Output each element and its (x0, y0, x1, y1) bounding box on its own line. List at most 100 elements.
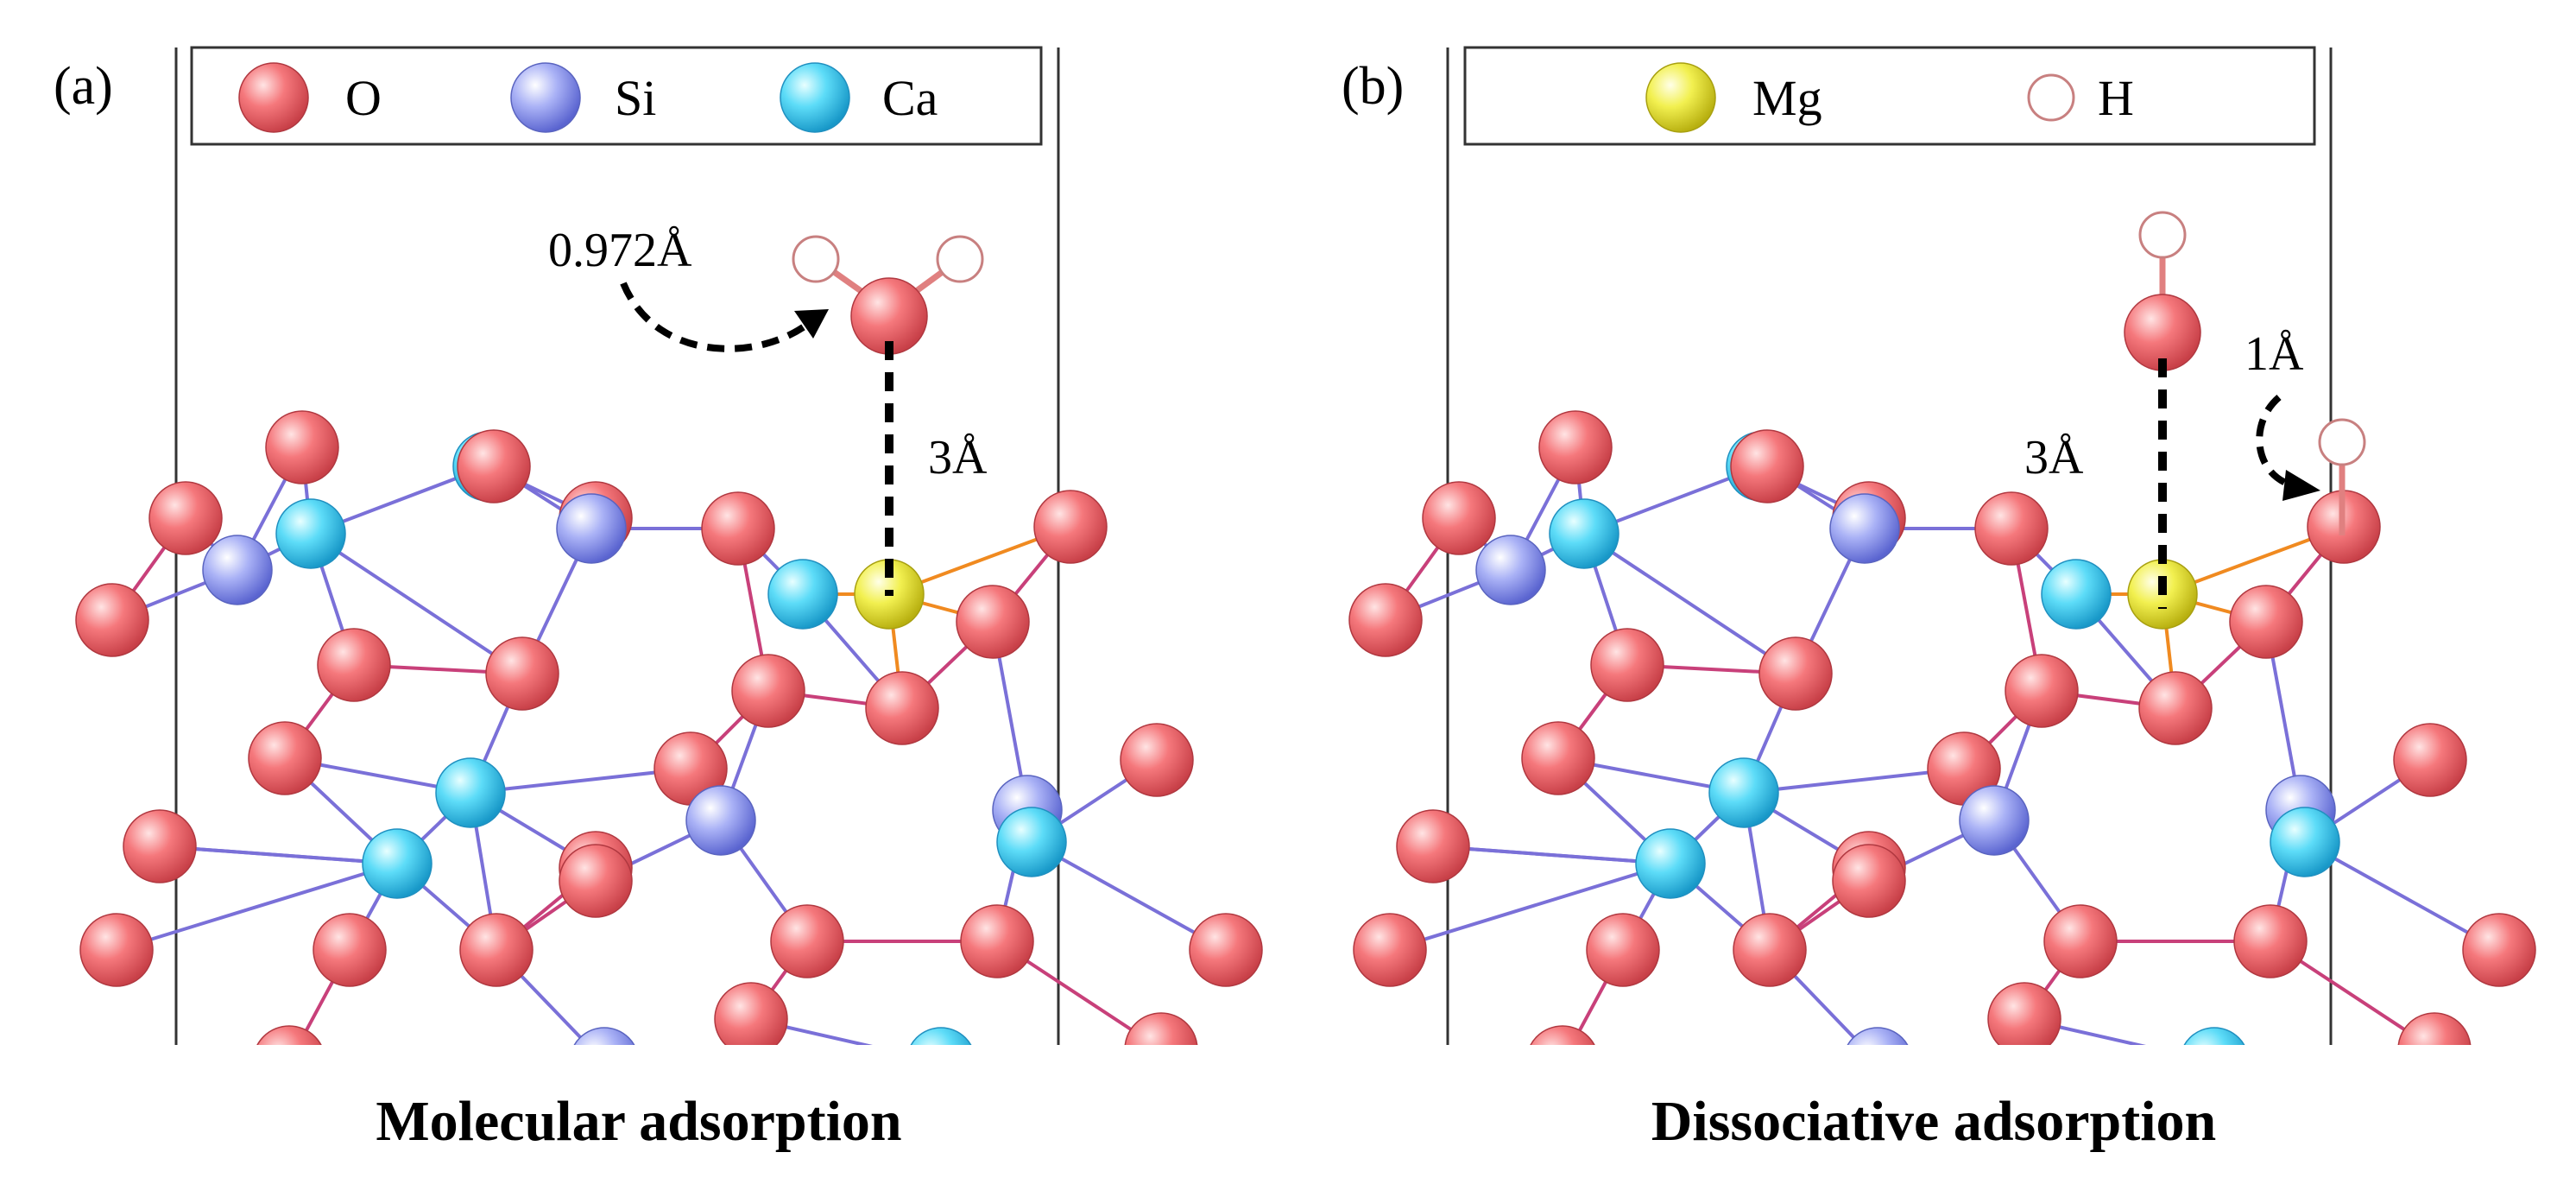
oxygen-atom (485, 636, 559, 711)
oxygen-atom (2138, 671, 2213, 745)
panel-a: (a) O Si Ca (54, 46, 1263, 1045)
calcium-atom (435, 757, 506, 828)
calcium-atom (2270, 807, 2340, 877)
silicon-atom (556, 493, 627, 564)
oxygen-atom (1730, 429, 1804, 503)
legend-item-calcium: Ca (780, 62, 938, 133)
oxygen-atom (960, 904, 1034, 978)
oxygen-atom (1758, 636, 1833, 711)
oxygen-atom (75, 583, 149, 657)
bond (1432, 845, 1671, 865)
oxygen-atom (956, 585, 1030, 659)
oxygen-atom (1733, 913, 1807, 987)
oxygen-atom (317, 628, 391, 702)
oxygen-atom (256, 1025, 322, 1045)
legend-item-hydrogen: H (2027, 70, 2134, 126)
calcium-atom (1708, 757, 1779, 828)
oxygen-atom (1521, 721, 1595, 795)
silicon-atom (573, 1027, 635, 1045)
legend-label-o: O (345, 70, 382, 126)
oxygen-atom (714, 982, 788, 1045)
oxygen-atom (1538, 410, 1613, 484)
oxygen-atom (148, 481, 223, 555)
oxygen-atom (1530, 1025, 1595, 1045)
oh-bond-length-label: 0.972Å (548, 224, 692, 277)
oxygen-atom (2005, 654, 2079, 728)
legend-label-h: H (2098, 70, 2134, 126)
oxygen-atom (2462, 913, 2536, 987)
bond (1031, 840, 1227, 952)
oxygen-atom (1396, 809, 1470, 883)
legend-label-si: Si (615, 70, 656, 126)
adsorption-distance-label: 3Å (2024, 431, 2084, 484)
silicon-atom (1959, 785, 2030, 856)
panel-b: (b) Mg H 3Å 1Å (1342, 46, 2536, 1045)
calcium-atom (996, 807, 1067, 877)
slab-structure-a (75, 410, 1263, 1045)
calcium-atom (362, 828, 432, 899)
oxygen-atom (79, 913, 154, 987)
legend-item-silicon: Si (510, 62, 656, 133)
dissociation-arrow (2256, 394, 2289, 487)
legend-b: Mg H (1463, 46, 2316, 146)
slab-structure-b (1348, 410, 2536, 1045)
oxygen-atom (1987, 982, 2061, 1045)
hydroxyl-group (2124, 211, 2201, 371)
calcium-atom (1635, 828, 1706, 899)
arrowhead-icon (2282, 470, 2320, 501)
legend-label-ca: Ca (882, 70, 938, 126)
water-molecule (792, 235, 984, 355)
oxygen-atom (313, 913, 387, 987)
calcium-atom (910, 1027, 972, 1045)
bond-length-arrow (620, 282, 814, 352)
oxygen-atom (1033, 490, 1108, 564)
legend-item-magnesium: Mg (1645, 62, 1822, 133)
bond (1582, 532, 1797, 675)
bond (159, 845, 398, 865)
oxygen-atom (459, 913, 534, 987)
bond (1389, 862, 1671, 952)
oxygen-atom (2393, 723, 2467, 797)
oxygen-atom (248, 721, 322, 795)
oxygen-atom (1590, 628, 1664, 702)
silicon-atom (1475, 535, 1546, 605)
silicon-atom (1829, 493, 1900, 564)
calcium-atom (1549, 498, 1619, 569)
legend-item-oxygen: O (238, 62, 382, 133)
oxygen-atom (1124, 1012, 1198, 1045)
silicon-atom (202, 535, 273, 605)
caption-dissociative-adsorption: Dissociative adsorption (1651, 1090, 2217, 1153)
oxygen-atom (1974, 491, 2049, 566)
bond (309, 532, 524, 675)
oxygen-atom (1422, 481, 1496, 555)
dissociation-distance-label: 1Å (2245, 327, 2304, 381)
oxygen-atom (865, 671, 939, 745)
oxygen-atom (1348, 583, 1423, 657)
silicon-atom (685, 785, 756, 856)
calcium-atom (2183, 1027, 2245, 1045)
panel-b-label: (b) (1342, 57, 1404, 116)
oxygen-atom (265, 410, 339, 484)
hydrogen-atom (936, 235, 984, 283)
hydrogen-atom (792, 235, 840, 283)
oxygen-atom (770, 904, 844, 978)
legend-a: O Si Ca (190, 46, 1043, 146)
oxygen-atom (457, 429, 531, 503)
bond (470, 767, 691, 795)
caption-molecular-adsorption: Molecular adsorption (376, 1090, 901, 1153)
calcium-atom (767, 559, 838, 630)
bond (116, 862, 398, 952)
oxygen-atom (1189, 913, 1263, 987)
hydrogen-atom (2138, 211, 2187, 259)
adsorption-distance-label: 3Å (928, 431, 988, 484)
oxygen-atom (559, 844, 633, 918)
surface-hydroxyl (2318, 418, 2366, 535)
legend-label-mg: Mg (1752, 70, 1822, 126)
panel-a-label: (a) (54, 57, 113, 116)
oxygen-atom (123, 809, 197, 883)
oxygen-atom (701, 491, 775, 566)
oxygen-atom (1586, 913, 1660, 987)
arrowhead-icon (794, 309, 829, 339)
bond (1743, 767, 1965, 795)
